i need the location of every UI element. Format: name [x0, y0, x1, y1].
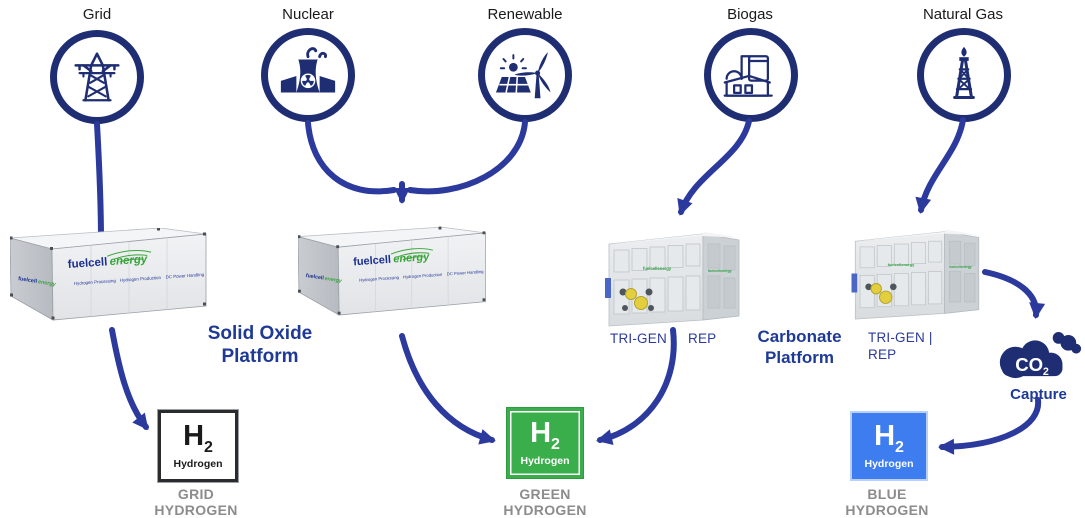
svg-text:fuelcell: fuelcell: [18, 276, 38, 285]
rep-label-biogas: REP: [688, 331, 717, 346]
h2-name: Hydrogen: [173, 457, 223, 470]
svg-text:Hydrogen Production: Hydrogen Production: [120, 275, 162, 283]
svg-text:CO: CO: [1015, 354, 1043, 375]
h2-symbol: H2: [183, 420, 213, 456]
svg-text:energy: energy: [324, 276, 343, 285]
renewable-icon: [478, 28, 572, 122]
grid-hydrogen-box: H2 Hydrogen: [157, 409, 239, 483]
facility-logo-side: fuelcellenergy: [708, 269, 732, 273]
facility-logo: fuelcellenergy: [888, 262, 915, 267]
tri-gen-label-biogas: TRI-GEN: [610, 331, 667, 346]
nuclear-icon: [261, 28, 355, 122]
svg-text:DC Power Handling: DC Power Handling: [447, 269, 485, 277]
arrow-co2-to-blue-hydrogen: [938, 397, 1042, 455]
h2-name: Hydrogen: [520, 454, 570, 467]
natural-gas-icon: [917, 28, 1011, 122]
solid-oxide-platform-label: Solid Oxide Platform: [207, 323, 313, 368]
co2-cloud-icon: CO 2: [999, 332, 1082, 378]
svg-text:fuelcell: fuelcell: [67, 256, 107, 271]
grid-icon: [50, 30, 144, 124]
solid-oxide-container-clean: fuelcell energy Hydrogen Processing Hydr…: [298, 226, 486, 316]
svg-text:energy: energy: [393, 251, 431, 266]
container-side-logo: fuelcell energy: [305, 273, 343, 285]
svg-text:2: 2: [1043, 366, 1049, 378]
blue-hydrogen-box: H2 Hydrogen: [850, 411, 928, 481]
h2-symbol: H2: [530, 417, 560, 453]
svg-text:fuelcell: fuelcell: [305, 273, 324, 282]
carbonate-platform-label: Carbonate Platform: [757, 327, 842, 367]
svg-text:energy: energy: [109, 253, 148, 268]
svg-text:fuelcell: fuelcell: [353, 254, 392, 269]
arrow-biogas-facility-to-green-hydrogen: [596, 327, 677, 445]
container-logo: fuelcell energy: [353, 248, 434, 269]
arrow-natural-gas-to-facility: [915, 117, 966, 214]
arrow-nuclear-to-merge: [305, 120, 397, 195]
source-label-nuclear: Nuclear: [282, 6, 334, 23]
svg-text:DC Power Handling: DC Power Handling: [165, 272, 204, 280]
carbonate-facility-natural-gas: fuelcellenergy fuelcellenergy: [851, 229, 981, 320]
source-label-grid: Grid: [82, 6, 112, 23]
source-label-biogas: Biogas: [727, 6, 773, 23]
container-feature-list: Hydrogen Processing Hydrogen Production …: [74, 272, 205, 286]
arrow-container1-to-grid-hydrogen: [109, 327, 149, 431]
arrow-renewable-to-merge: [407, 119, 528, 195]
solid-oxide-container-grid: fuelcell energy Hydrogen Processing Hydr…: [10, 228, 207, 321]
h2-name: Hydrogen: [864, 457, 914, 470]
facility-logo-side: fuelcellenergy: [949, 265, 971, 269]
green-hydrogen-box: H2 Hydrogen: [506, 407, 584, 479]
svg-text:Hydrogen Production: Hydrogen Production: [403, 272, 443, 280]
carbonate-facility-biogas: fuelcellenergy fuelcellenergy: [605, 232, 741, 327]
arrow-biogas-to-facility: [677, 118, 752, 216]
source-label-renewable: Renewable: [487, 6, 563, 23]
svg-text:Hydrogen Processing: Hydrogen Processing: [359, 275, 400, 283]
co2-capture-label: Capture: [1010, 386, 1067, 403]
svg-text:Hydrogen Processing: Hydrogen Processing: [74, 278, 117, 286]
container-feature-list: Hydrogen Processing Hydrogen Production …: [359, 269, 484, 283]
source-label-natural-gas: Natural Gas: [922, 6, 1004, 23]
biogas-icon: [704, 28, 798, 122]
h2-symbol: H2: [874, 420, 904, 456]
container-logo: fuelcell energy: [67, 249, 152, 271]
tri-gen-rep-label-natgas: TRI-GEN | REP: [868, 330, 933, 362]
arrow-facility-to-co2-capture: [982, 269, 1046, 319]
facility-logo: fuelcellenergy: [643, 266, 672, 271]
arrow-container2-to-green-hydrogen: [399, 333, 496, 445]
svg-text:energy: energy: [37, 279, 57, 288]
container-side-logo: fuelcell energy: [18, 276, 57, 288]
